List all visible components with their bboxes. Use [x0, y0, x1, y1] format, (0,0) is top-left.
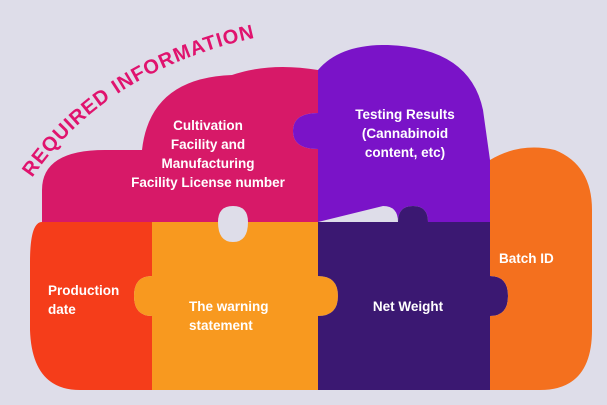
puzzle-piece-net-weight: [318, 206, 508, 390]
label-warning: The warning statement: [189, 299, 269, 333]
puzzle-piece-testing: [293, 44, 490, 222]
label-net-weight: Net Weight: [372, 299, 444, 314]
puzzle-piece-warning: [134, 222, 338, 390]
puzzle-piece-production: [30, 222, 152, 390]
label-testing: Testing Results (Cannabinoid content, et…: [355, 107, 455, 160]
puzzle-piece-batch: [490, 147, 592, 390]
label-license: Cultivation Facility and Manufacturing F…: [131, 118, 285, 190]
label-production: Production date: [48, 283, 120, 317]
label-batch: Batch ID: [499, 251, 554, 266]
puzzle-piece-license: [42, 66, 318, 222]
